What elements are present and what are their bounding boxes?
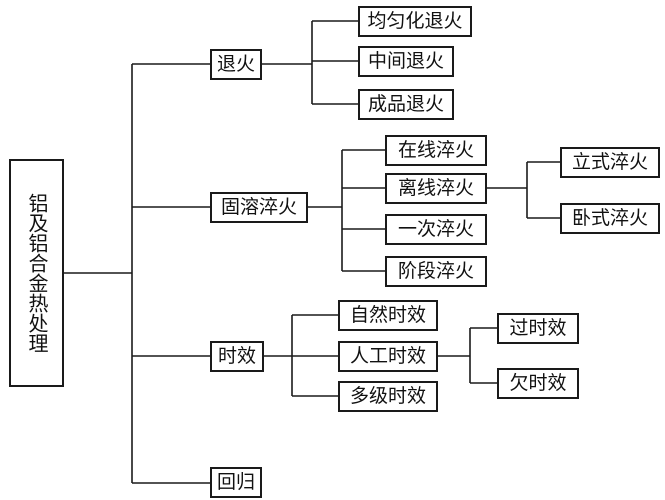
node-natural-aging: 自然时效 — [338, 300, 438, 331]
node-artificial-aging: 人工时效 — [338, 341, 438, 372]
node-solution-quenching: 固溶淬火 — [210, 192, 308, 223]
node-multistage-aging: 多级时效 — [338, 381, 438, 412]
node-over-aging: 过时效 — [497, 313, 579, 344]
node-annealing: 退火 — [210, 49, 262, 80]
node-stepped-quenching: 阶段淬火 — [385, 256, 487, 287]
node-reversion: 回归 — [210, 467, 262, 498]
node-online-quenching: 在线淬火 — [385, 135, 487, 166]
node-single-quenching: 一次淬火 — [385, 214, 487, 245]
node-intermediate-annealing: 中间退火 — [358, 46, 454, 77]
node-aging: 时效 — [210, 341, 264, 372]
node-final-annealing: 成品退火 — [358, 89, 454, 120]
root-node: 铝及铝合金热处理 — [9, 159, 64, 387]
node-vertical-quenching: 立式淬火 — [560, 147, 660, 178]
node-homogenizing-annealing: 均匀化退火 — [358, 6, 472, 37]
node-under-aging: 欠时效 — [497, 368, 579, 399]
node-horizontal-quenching: 卧式淬火 — [560, 203, 660, 234]
node-offline-quenching: 离线淬火 — [385, 173, 487, 204]
